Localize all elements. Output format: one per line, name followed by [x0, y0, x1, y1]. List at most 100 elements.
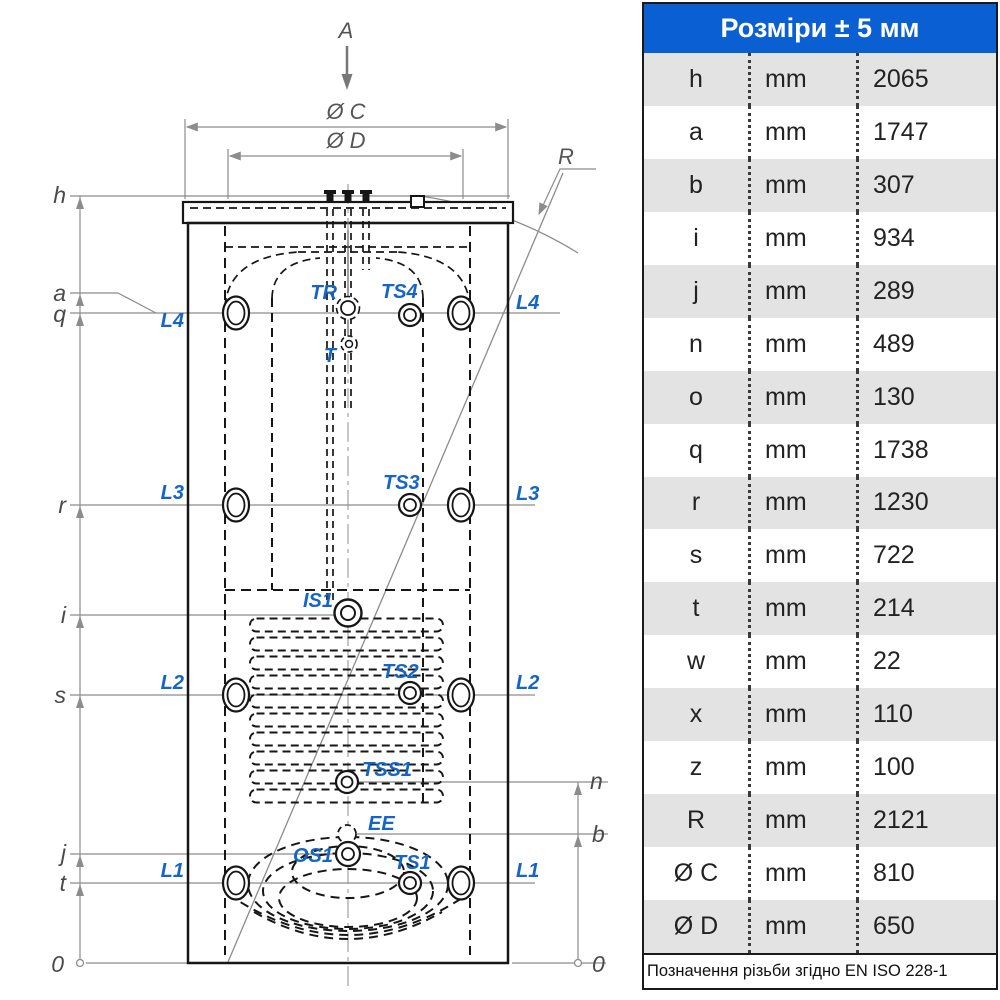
- row-param: x: [644, 688, 751, 742]
- label-dim-s: s: [55, 682, 67, 708]
- row-unit: mm: [751, 158, 859, 212]
- row-param: w: [644, 635, 751, 689]
- row-unit: mm: [751, 105, 859, 159]
- tank-ports: [221, 295, 476, 901]
- label-port-tss1: TSS1: [362, 759, 412, 781]
- row-value: 2121: [873, 806, 929, 835]
- label-dim-zero-right: 0: [592, 951, 605, 977]
- label-port-ts1: TS1: [394, 852, 431, 874]
- row-unit: mm: [751, 317, 859, 371]
- label-dim-j: j: [58, 840, 67, 866]
- label-dim-a: a: [53, 280, 66, 306]
- label-dim-q: q: [53, 301, 66, 327]
- port-ts1: [397, 870, 423, 896]
- label-port-ts4: TS4: [381, 281, 418, 303]
- row-value: 289: [873, 276, 915, 305]
- label-dim-r: r: [58, 492, 67, 518]
- zero-datum-left: [75, 958, 85, 968]
- dimensions-table-header: Розміри ± 5 мм: [644, 4, 996, 53]
- port-os1: [334, 840, 362, 868]
- row-param: j: [644, 264, 751, 318]
- label-diameter-d: Ø D: [325, 128, 365, 153]
- label-port-l2-right: L2: [516, 672, 539, 694]
- label-port-l1-left: L1: [161, 860, 184, 882]
- label-port-ee: EE: [368, 813, 395, 835]
- row-param: n: [644, 317, 751, 371]
- port-is1: [333, 598, 363, 628]
- row-value: 214: [873, 594, 915, 623]
- row-value: 307: [873, 170, 915, 199]
- row-param: b: [644, 158, 751, 212]
- label-diameter-c: Ø C: [325, 99, 365, 124]
- port-l3-right: [446, 487, 476, 523]
- row-value: 722: [873, 541, 915, 570]
- row-param: q: [644, 423, 751, 477]
- row-param: Ø C: [644, 847, 751, 900]
- label-port-l4-left: L4: [161, 310, 184, 332]
- row-unit: mm: [751, 529, 859, 583]
- row-value: 1747: [873, 117, 929, 146]
- row-unit: mm: [751, 635, 859, 689]
- port-l1-left: [221, 865, 251, 901]
- row-value: 1230: [873, 488, 929, 517]
- row-param: t: [644, 582, 751, 636]
- port-t: [340, 335, 358, 353]
- row-param: i: [644, 211, 751, 265]
- dimension-arrowheads: [76, 197, 582, 896]
- label-port-l3-right: L3: [516, 483, 539, 505]
- row-unit: mm: [751, 900, 859, 953]
- row-param: Ø D: [644, 900, 751, 953]
- label-dim-h: h: [53, 182, 66, 208]
- row-value: 2065: [873, 64, 929, 93]
- coil-heat-exchanger: [249, 617, 444, 804]
- row-unit: mm: [751, 53, 859, 106]
- row-param: a: [644, 105, 751, 159]
- port-ts3: [397, 492, 423, 518]
- label-port-ts2: TS2: [382, 661, 419, 683]
- port-l2-right: [446, 677, 476, 713]
- row-value: 130: [873, 382, 915, 411]
- row-param: o: [644, 370, 751, 424]
- label-radius-r: R: [558, 144, 574, 169]
- port-l4-right: [446, 295, 476, 331]
- label-dim-b: b: [592, 821, 605, 847]
- row-unit: mm: [751, 211, 859, 265]
- row-value: 110: [873, 700, 913, 729]
- port-l1-right: [446, 865, 476, 901]
- row-param: r: [644, 476, 751, 530]
- row-value: 100: [873, 753, 915, 782]
- label-dim-i: i: [61, 602, 67, 628]
- row-unit: mm: [751, 370, 859, 424]
- port-tr: [335, 295, 361, 321]
- row-value: 1738: [873, 435, 929, 464]
- label-port-ts3: TS3: [383, 472, 420, 494]
- label-dim-zero-left: 0: [51, 951, 64, 977]
- row-value: 934: [873, 223, 915, 252]
- row-param: R: [644, 794, 751, 848]
- port-l3-left: [221, 487, 251, 523]
- label-port-l4-right: L4: [516, 292, 539, 314]
- port-l2-left: [221, 677, 251, 713]
- row-param: z: [644, 741, 751, 795]
- row-unit: mm: [751, 582, 859, 636]
- label-port-t: T: [324, 345, 338, 367]
- thread-standard-note: Позначення різьби згідно EN ISO 228-1: [644, 953, 996, 988]
- port-l4-left: [221, 295, 251, 331]
- label-port-l3-left: L3: [161, 482, 184, 504]
- row-unit: mm: [751, 688, 859, 742]
